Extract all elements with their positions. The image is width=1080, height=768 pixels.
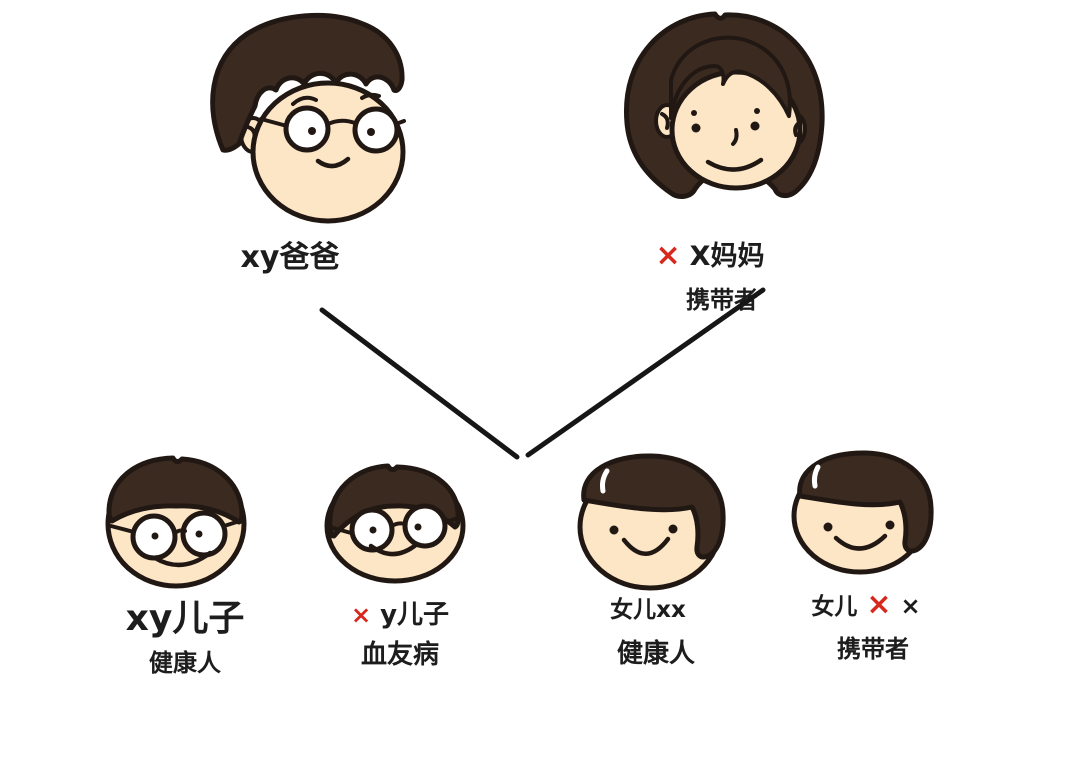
mother-red-x-marker: ×: [655, 238, 681, 273]
son1-glasses-arm-right: [222, 518, 245, 528]
son1-smile: [152, 550, 213, 568]
daughter1-hair-shine: [600, 468, 610, 494]
son1-glasses-arm-left: [109, 524, 136, 534]
daughter1-status: 健康人: [616, 639, 695, 669]
father-name: xy爸爸: [240, 240, 340, 275]
daughter1-label: 女儿xx: [548, 590, 748, 624]
father-label: xy爸爸: [180, 232, 400, 276]
daughter2-eye-right: [885, 520, 895, 530]
mother-label: × X妈妈: [610, 234, 810, 273]
son1-eye-right: [195, 530, 203, 538]
mother-bangs: [669, 35, 792, 120]
son2-smile: [368, 541, 420, 557]
son2-glasses-lens-right: [402, 503, 448, 549]
daughter2-eye-left: [823, 522, 833, 532]
father-glasses-lens-left: [283, 105, 331, 153]
daughter1-eye-right: [668, 524, 678, 534]
father-avatar: [210, 12, 406, 224]
son1-hair: [106, 455, 245, 525]
son2-label: × y儿子: [300, 594, 500, 631]
descent-line-father: [319, 307, 520, 460]
mother-smile: [705, 157, 764, 172]
daughter2-smile: [833, 533, 888, 551]
son2-eye-left: [369, 526, 377, 534]
father-brow-left: [291, 95, 318, 106]
mother-nose: [731, 128, 739, 146]
mother-brow-left: [691, 110, 697, 116]
daughter1-smile: [621, 536, 671, 556]
son2-glasses-arm-right: [444, 515, 463, 524]
father-glasses-lens-right: [352, 106, 400, 154]
father-eye-right: [367, 128, 375, 136]
father-smile: [315, 156, 351, 169]
mother-eye-right: [750, 121, 760, 131]
mother-name: X妈妈: [689, 241, 765, 272]
daughter2-status: 携带者: [837, 635, 909, 663]
son1-avatar: [105, 455, 247, 589]
mother-avatar: [623, 11, 825, 199]
son2-glasses-bridge: [390, 521, 407, 528]
mother-status: 携带者: [686, 286, 758, 314]
daughter1-name: 女儿xx: [610, 597, 686, 623]
son2-status: 血友病: [360, 640, 439, 670]
father-hair: [210, 12, 405, 153]
daughter2-hair: [797, 450, 934, 554]
son1-status: 健康人: [149, 649, 221, 677]
son1-label: xy儿子: [85, 589, 285, 641]
son2-hair: [327, 463, 461, 539]
mother-ear-right-inner: [793, 120, 802, 137]
father-glasses-bridge: [326, 118, 357, 126]
father-brow-right: [360, 92, 381, 100]
mother-eye-left: [691, 123, 701, 133]
son2-avatar: [324, 463, 466, 584]
son1-glasses-bridge: [173, 528, 187, 535]
son1-eye-left: [151, 532, 159, 540]
son1-name: xy儿子: [125, 598, 245, 639]
son1-glasses-lens-right: [180, 510, 228, 558]
daughter1-eye-left: [609, 525, 619, 535]
mother-ear-left-inner: [660, 112, 670, 130]
son2-eye-right: [414, 523, 422, 531]
father-eye-left: [308, 127, 316, 135]
daughter2-black-x-marker: ×: [900, 592, 921, 620]
father-ear-inner: [246, 125, 257, 143]
mother-brow-right: [754, 108, 760, 114]
daughter2-hair-shine: [811, 464, 821, 489]
son2-name: y儿子: [380, 600, 450, 630]
daughter2-red-x-marker: ×: [866, 587, 892, 622]
daughter2-label: 女儿 × ×: [766, 587, 966, 621]
daughter2-name: 女儿: [811, 594, 858, 620]
son2-red-x-marker: ×: [350, 601, 372, 629]
daughter1-avatar: [577, 453, 726, 591]
daughter2-avatar: [791, 450, 934, 575]
son2-glasses-arm-left: [328, 525, 353, 535]
father-glasses-arm-left: [259, 117, 289, 128]
